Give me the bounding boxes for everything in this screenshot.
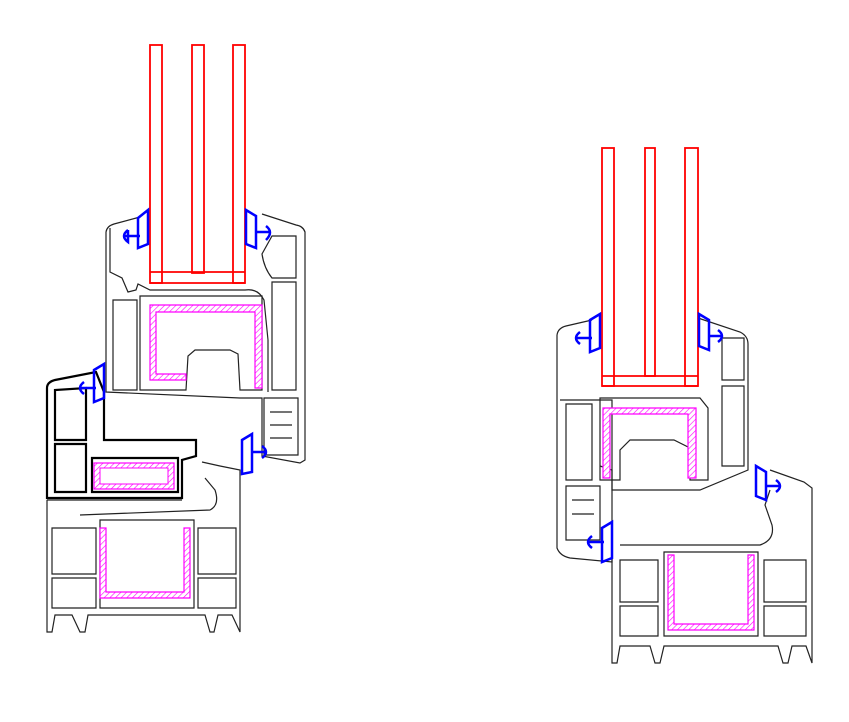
- steel-reinforcement-frame: [667, 554, 755, 631]
- glass-unit: [601, 147, 699, 387]
- steel-reinforcement-frame: [93, 462, 175, 490]
- steel-reinforcement-sash: [149, 304, 263, 389]
- steel-reinforcement-sash: [602, 407, 697, 479]
- gaskets: [574, 311, 782, 564]
- sash-profile: [105, 213, 306, 464]
- left-section: [45, 44, 306, 633]
- frame-profile: [46, 461, 241, 633]
- gaskets: [78, 207, 272, 476]
- glass-unit: [149, 44, 246, 284]
- frame-profile: [611, 469, 813, 664]
- sash-profile: [556, 317, 749, 563]
- steel-reinforcement-frame-lower: [99, 527, 191, 599]
- right-section: [556, 147, 813, 664]
- outer-frame-profile-black: [45, 370, 198, 500]
